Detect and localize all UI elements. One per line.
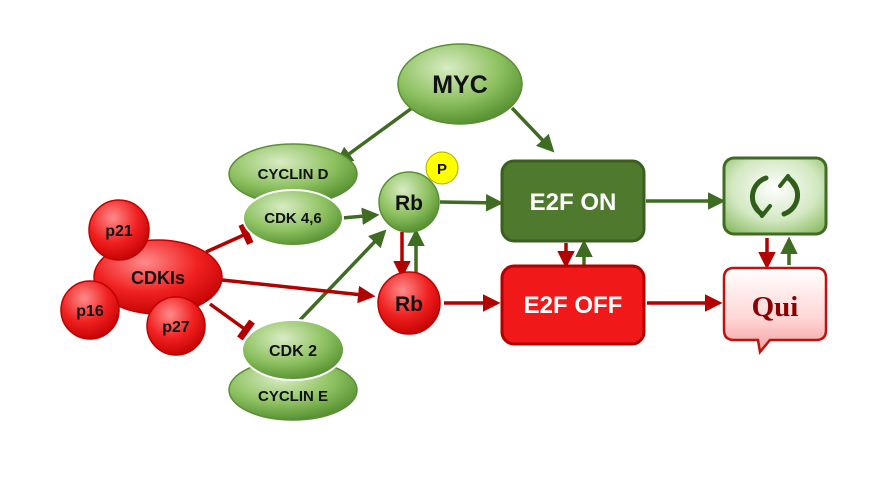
inhibit-cdkis-cdk2 bbox=[208, 302, 255, 341]
rb-phos-node: Rb bbox=[378, 171, 440, 233]
arrow-rb-to-e2f-on bbox=[439, 194, 504, 212]
cdk46-label: CDK 4,6 bbox=[264, 210, 322, 227]
p16-label: p16 bbox=[76, 303, 104, 320]
cyclin-e-node: CYCLIN E bbox=[228, 359, 358, 421]
p27-label: p27 bbox=[162, 319, 190, 336]
connections bbox=[205, 106, 798, 341]
p16-node: p16 bbox=[60, 280, 120, 340]
p21-label: p21 bbox=[105, 223, 133, 240]
arrow-cdk46-to-rb bbox=[341, 207, 380, 225]
phosphate-badge: P bbox=[425, 151, 459, 185]
p27-node: p27 bbox=[146, 296, 206, 356]
e2f-off-label: E2F OFF bbox=[524, 292, 623, 319]
cdkis-label: CDKIs bbox=[131, 268, 185, 288]
cdk2-label: CDK 2 bbox=[269, 343, 317, 360]
myc-label: MYC bbox=[432, 71, 488, 99]
e2f-on-label: E2F ON bbox=[530, 189, 617, 216]
p21-node: p21 bbox=[88, 199, 150, 261]
cycle-node bbox=[722, 156, 828, 236]
e2f-off-node: E2F OFF bbox=[500, 264, 646, 346]
rb-node: Rb bbox=[377, 271, 441, 335]
rb-phos-label: Rb bbox=[395, 192, 423, 215]
arrow-myc-to-cyclin-d bbox=[335, 106, 414, 165]
qui-label: Qui bbox=[752, 291, 799, 323]
cycle-arrows-icon bbox=[749, 174, 801, 218]
arrow-cdkis-to-rb bbox=[221, 278, 376, 304]
qui-node: Qui bbox=[722, 266, 828, 355]
rb-label: Rb bbox=[395, 293, 423, 316]
myc-node: MYC bbox=[397, 43, 523, 125]
cyclin-e-label: CYCLIN E bbox=[258, 388, 328, 405]
cyclin-d-label: CYCLIN D bbox=[258, 166, 329, 183]
inhibit-cdkis-cdk46 bbox=[205, 222, 254, 254]
e2f-on-node: E2F ON bbox=[500, 159, 646, 243]
phosphate-label: P bbox=[437, 161, 447, 178]
arrow-myc-to-e2f-on bbox=[510, 106, 555, 153]
arrow-cdk2-to-rb bbox=[298, 229, 387, 322]
cdk2-node: CDK 2 bbox=[241, 319, 345, 381]
cdk46-node: CDK 4,6 bbox=[242, 189, 344, 247]
